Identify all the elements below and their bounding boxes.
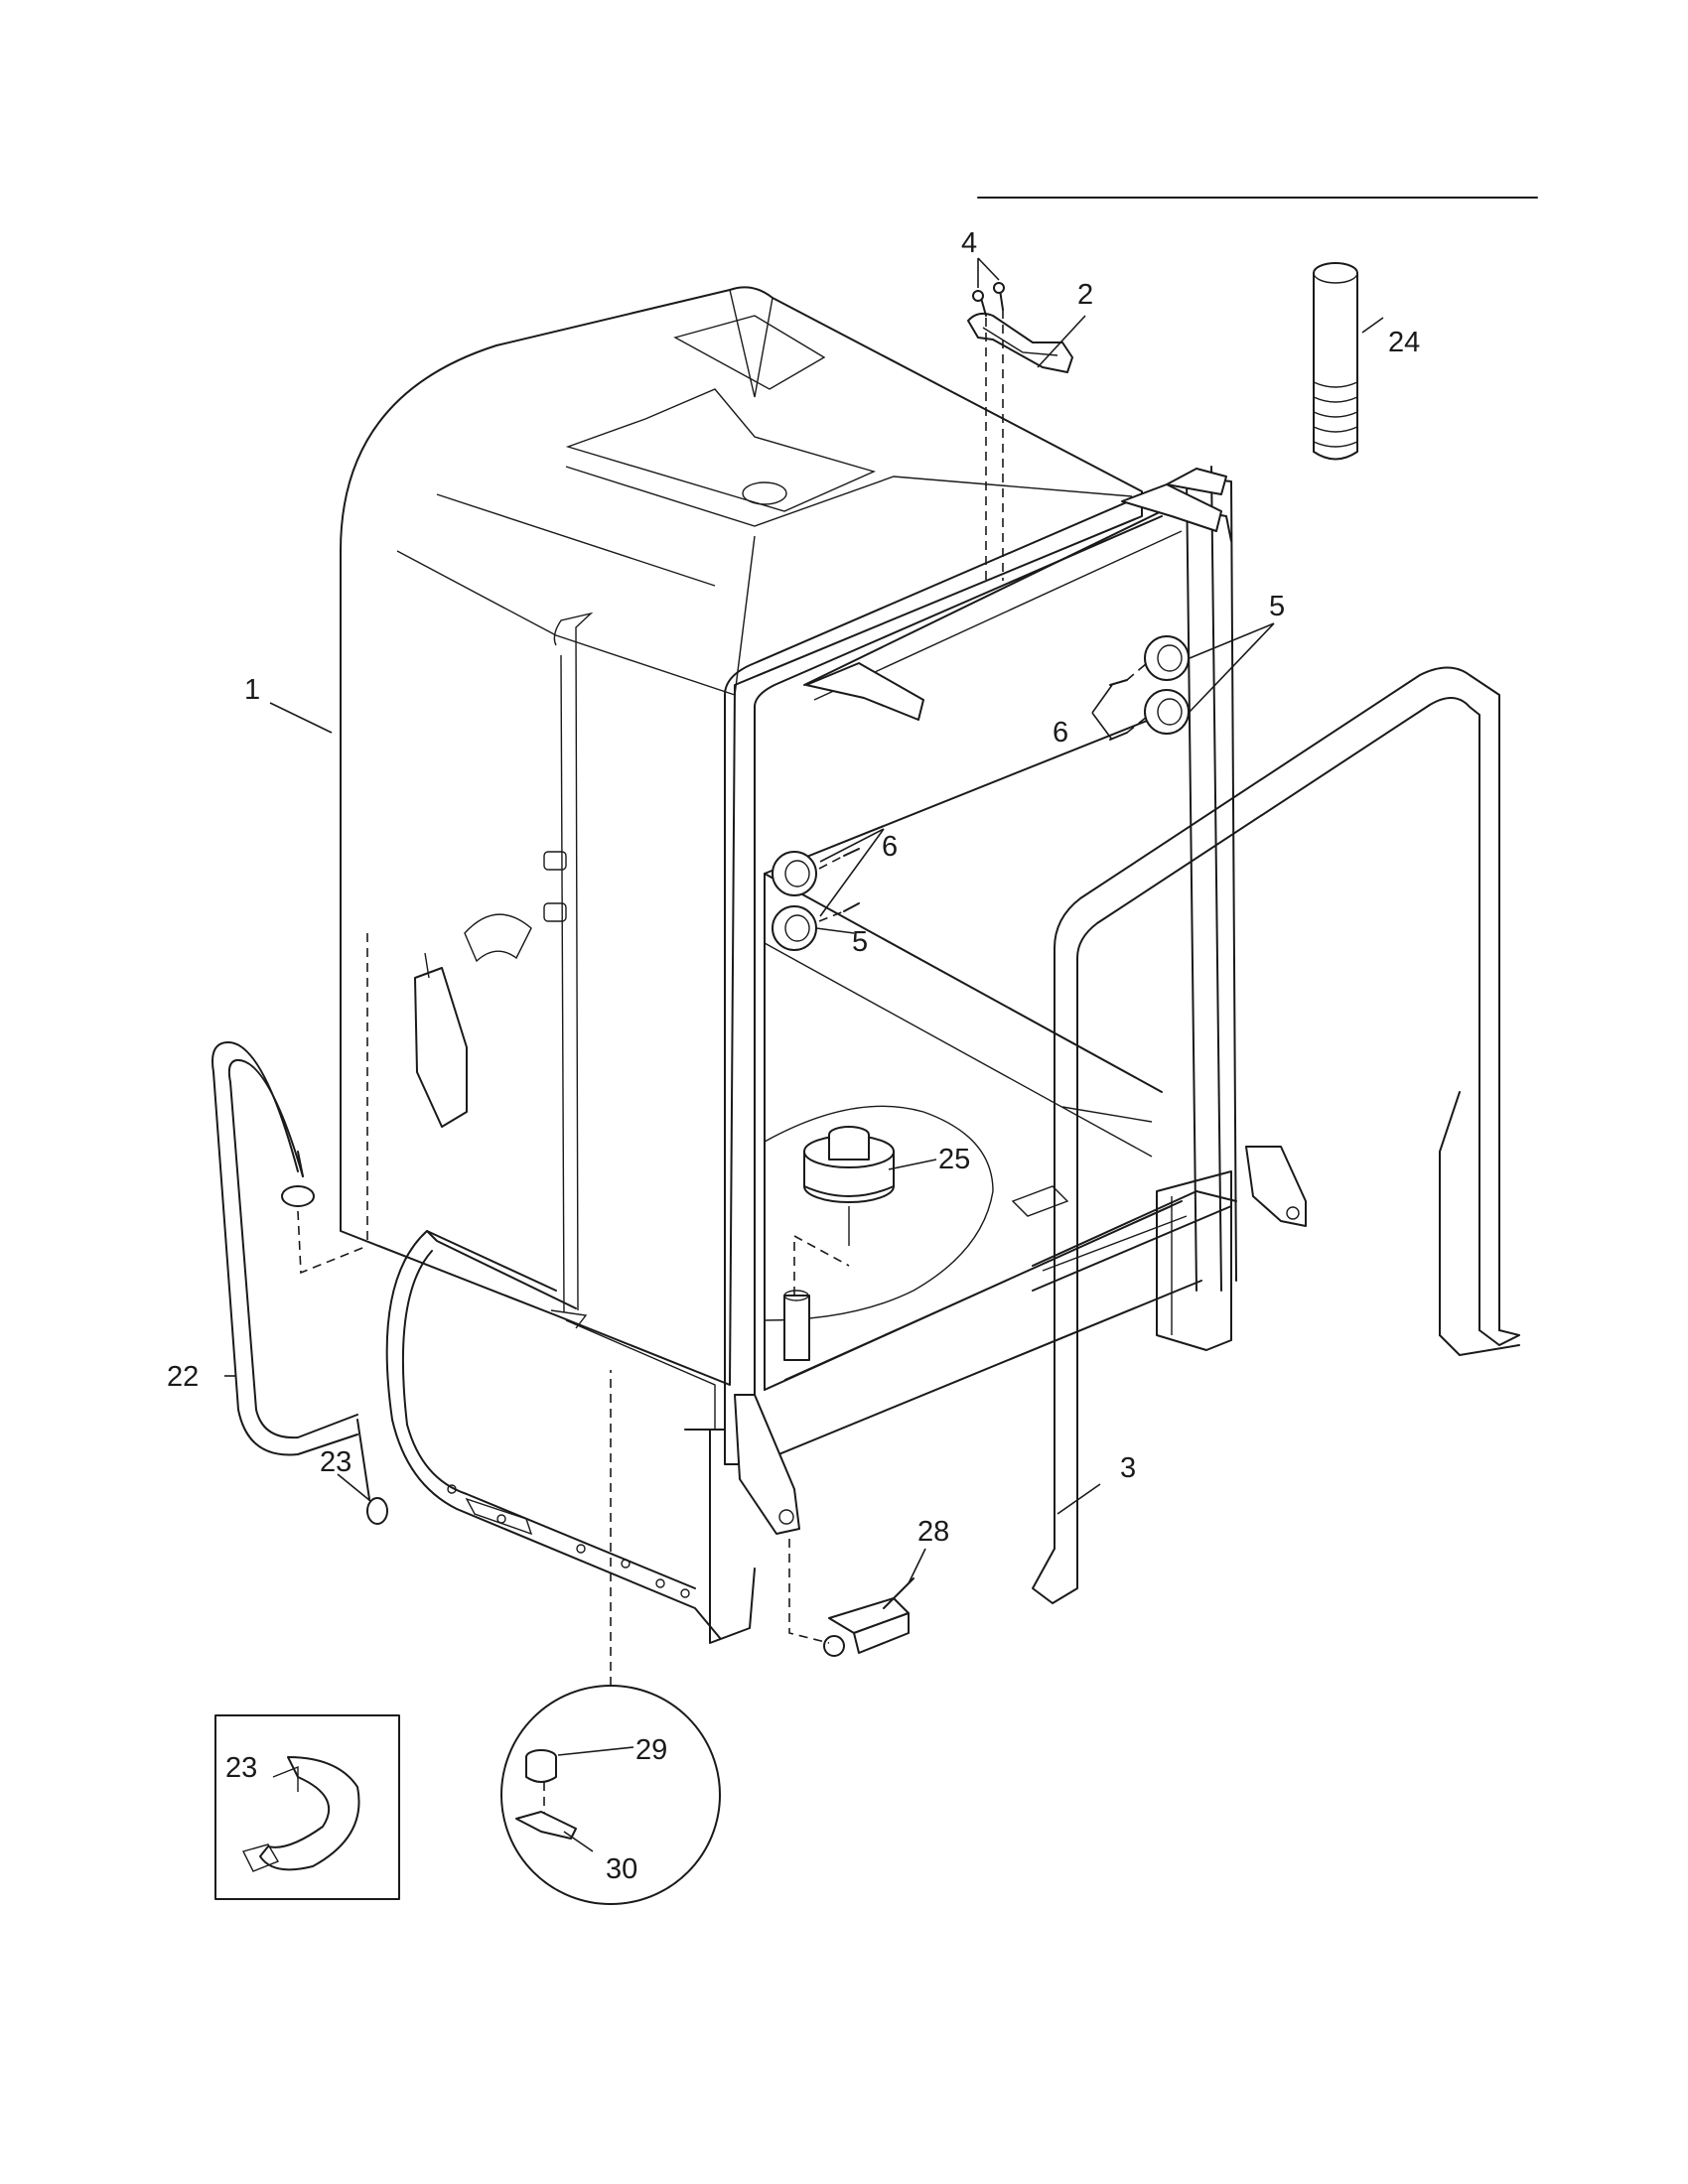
leader-lines bbox=[224, 257, 1384, 1852]
rollers-upper bbox=[1109, 635, 1190, 741]
callout-2: 2 bbox=[1077, 279, 1093, 311]
callout-29: 29 bbox=[635, 1734, 667, 1766]
callout-22: 22 bbox=[167, 1361, 199, 1393]
inset-clamp-detail bbox=[214, 1714, 400, 1900]
callout-5-lower: 5 bbox=[852, 926, 868, 958]
circle-inset-detail bbox=[500, 1370, 721, 1905]
part-24-hose bbox=[1313, 262, 1358, 461]
rollers-lower bbox=[772, 848, 860, 951]
base-channel bbox=[385, 1230, 721, 1639]
part-28-door-switch bbox=[788, 1539, 914, 1657]
callout-6-lower: 6 bbox=[882, 831, 898, 863]
part-22-drain-hose bbox=[211, 933, 388, 1525]
tub-assembly bbox=[340, 286, 1143, 1386]
callout-28: 28 bbox=[917, 1516, 949, 1548]
callout-23-hose: 23 bbox=[320, 1446, 352, 1478]
callout-24: 24 bbox=[1388, 327, 1420, 358]
callout-4: 4 bbox=[961, 227, 977, 259]
sump-area bbox=[764, 1105, 1069, 1361]
callout-1: 1 bbox=[244, 674, 260, 706]
door-gasket bbox=[1032, 666, 1520, 1604]
part-4-screws bbox=[972, 282, 1005, 581]
callout-5-upper: 5 bbox=[1269, 591, 1285, 622]
callout-30: 30 bbox=[606, 1853, 637, 1885]
callout-3: 3 bbox=[1120, 1452, 1136, 1484]
callout-25: 25 bbox=[938, 1144, 970, 1175]
callout-23-inset: 23 bbox=[225, 1752, 257, 1784]
front-frame bbox=[684, 466, 1307, 1644]
callout-labels: 1 2 4 24 5 6 6 5 25 22 23 3 28 23 29 30 bbox=[167, 227, 1420, 1885]
callout-6-upper: 6 bbox=[1053, 717, 1068, 749]
part-2-bracket bbox=[967, 312, 1073, 373]
